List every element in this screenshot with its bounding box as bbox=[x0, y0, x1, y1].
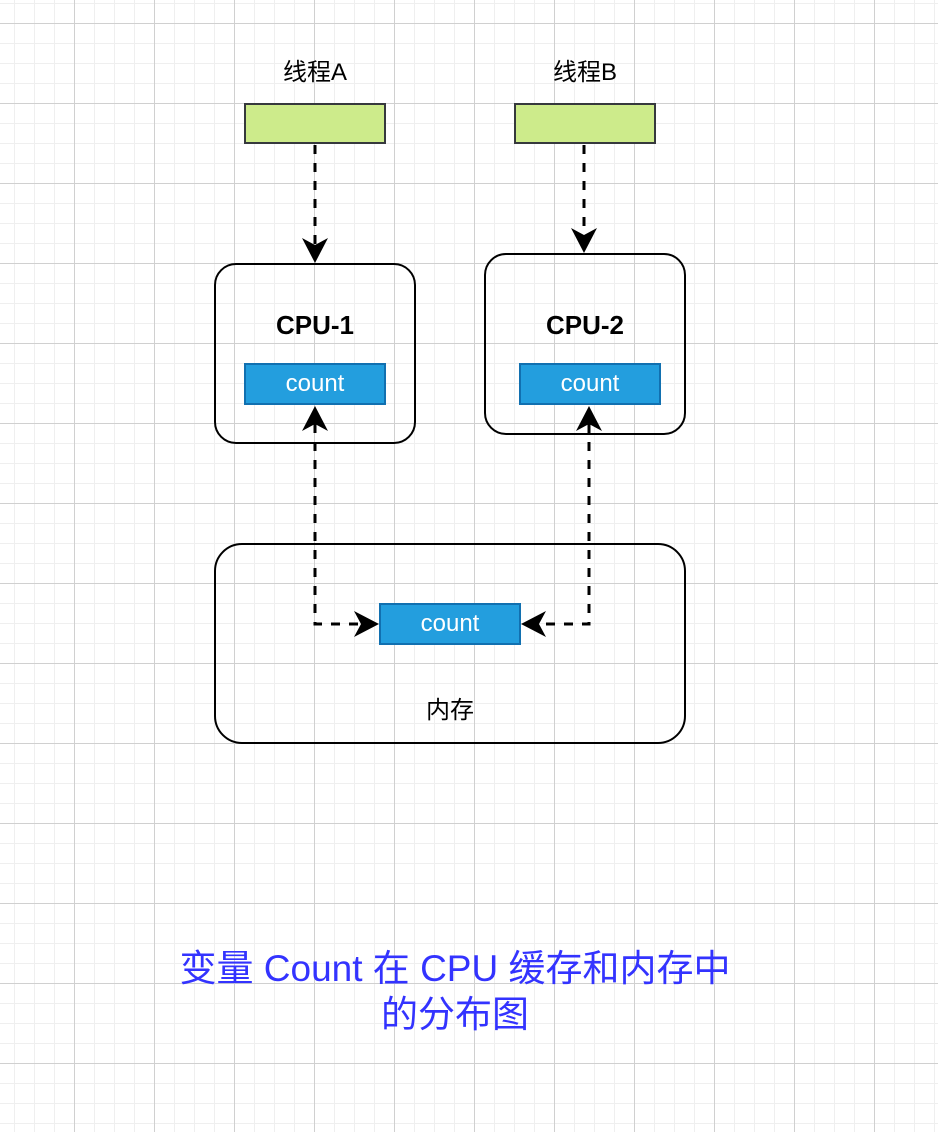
diagram-caption: 变量 Count 在 CPU 缓存和内存中 的分布图 bbox=[100, 946, 810, 1038]
thread-b-box[interactable] bbox=[514, 103, 656, 144]
cpu-1-title: CPU-1 bbox=[275, 310, 354, 340]
memory-box[interactable] bbox=[214, 543, 686, 744]
arrowhead-cpu-2-top bbox=[571, 228, 597, 253]
thread-a-label: 线程A bbox=[282, 59, 347, 86]
caption-line-2: 的分布图 bbox=[381, 994, 529, 1035]
cpu-1-count-box[interactable]: count bbox=[244, 363, 386, 405]
caption-line-1: 变量 Count 在 CPU 缓存和内存中 bbox=[179, 948, 731, 989]
memory-label: 内存 bbox=[426, 697, 474, 724]
cpu-2-count-box[interactable]: count bbox=[519, 363, 661, 405]
cpu-2-box[interactable] bbox=[484, 253, 686, 435]
thread-a-box[interactable] bbox=[244, 103, 386, 144]
cpu-2-title: CPU-2 bbox=[545, 310, 624, 340]
arrowhead-cpu-1-top bbox=[302, 238, 328, 263]
cpu-1-box[interactable] bbox=[214, 263, 416, 444]
memory-count-box[interactable]: count bbox=[379, 603, 521, 645]
thread-b-label: 线程B bbox=[552, 59, 617, 86]
